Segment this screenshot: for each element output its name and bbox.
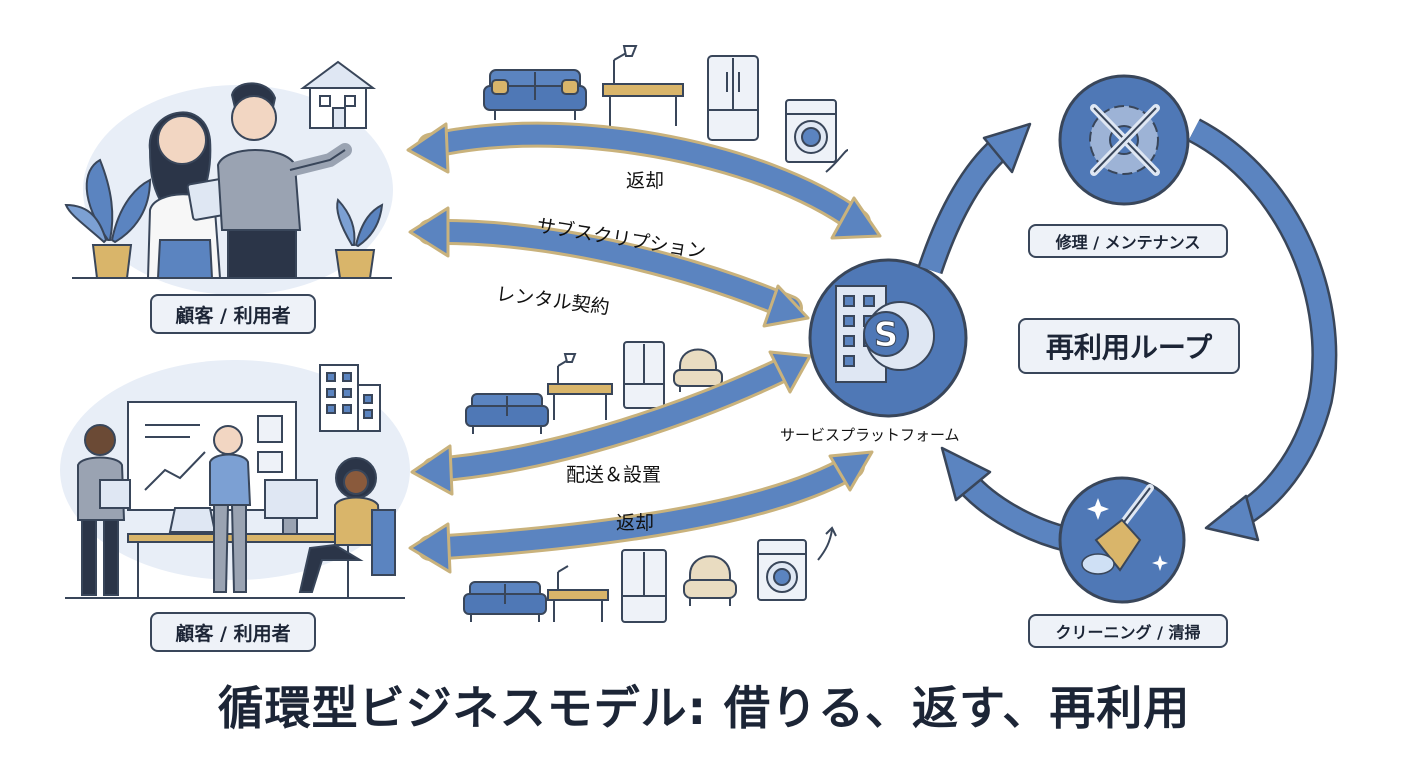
subscription-arrow (408, 206, 810, 328)
potted-plant-icon (334, 198, 384, 279)
man-with-clipboard (77, 424, 131, 596)
furniture-row-middle (465, 341, 723, 434)
flow-arrows (406, 121, 882, 574)
refrigerator-icon (621, 549, 667, 623)
reuse-loop-label: 再利用ループ (1018, 318, 1240, 374)
return-bottom-arrow (408, 450, 874, 574)
page-title: 循環型ビジネスモデル: 借りる、返す、再利用 (217, 681, 1191, 735)
potted-plant-icon (64, 158, 152, 279)
furniture-row-top (483, 45, 849, 173)
sofa-icon (463, 581, 547, 622)
refrigerator-icon (623, 341, 665, 409)
gear-wrench-icon (1058, 74, 1190, 206)
reuse-loop-arrows (917, 118, 1338, 553)
broom-icon (1058, 476, 1186, 604)
woman-at-computer (298, 457, 396, 593)
armchair-icon (683, 555, 737, 606)
office-building-icon (319, 364, 381, 432)
repair-maintenance-label: 修理 / メンテナンス (1028, 224, 1228, 258)
office-customer-scene (60, 360, 410, 599)
platform-label: サービスプラットフォーム (780, 426, 960, 444)
svg-text:S: S (874, 315, 899, 355)
delivery-arrow (410, 350, 812, 496)
desk-lamp-icon (547, 353, 613, 420)
building-gear-dollar-icon: S (808, 258, 968, 418)
furniture-row-bottom (463, 526, 837, 623)
flow-label-delivery-install: 配送＆設置 (566, 464, 662, 486)
washing-machine-icon (785, 99, 849, 173)
washing-machine-icon (757, 526, 837, 601)
flow-label-return-top: 返却 (626, 170, 665, 192)
woman-with-tablet (146, 111, 246, 279)
customer-label-bottom: 顧客 / 利用者 (150, 612, 316, 652)
customer-label-top: 顧客 / 利用者 (150, 294, 316, 334)
return-top-arrow (406, 121, 882, 240)
desk-lamp-icon (547, 565, 609, 622)
desk-lamp-icon (602, 45, 684, 126)
cleaning-label: クリーニング / 清掃 (1028, 614, 1228, 648)
flow-label-return-bottom: 返却 (616, 512, 655, 534)
refrigerator-icon (707, 55, 759, 141)
woman-presenting (209, 425, 252, 593)
armchair-icon (673, 348, 723, 392)
sofa-icon (483, 69, 587, 120)
home-customer-scene (64, 60, 393, 295)
sofa-icon (465, 393, 549, 434)
man-pointing (216, 82, 352, 279)
house-icon (299, 60, 377, 129)
